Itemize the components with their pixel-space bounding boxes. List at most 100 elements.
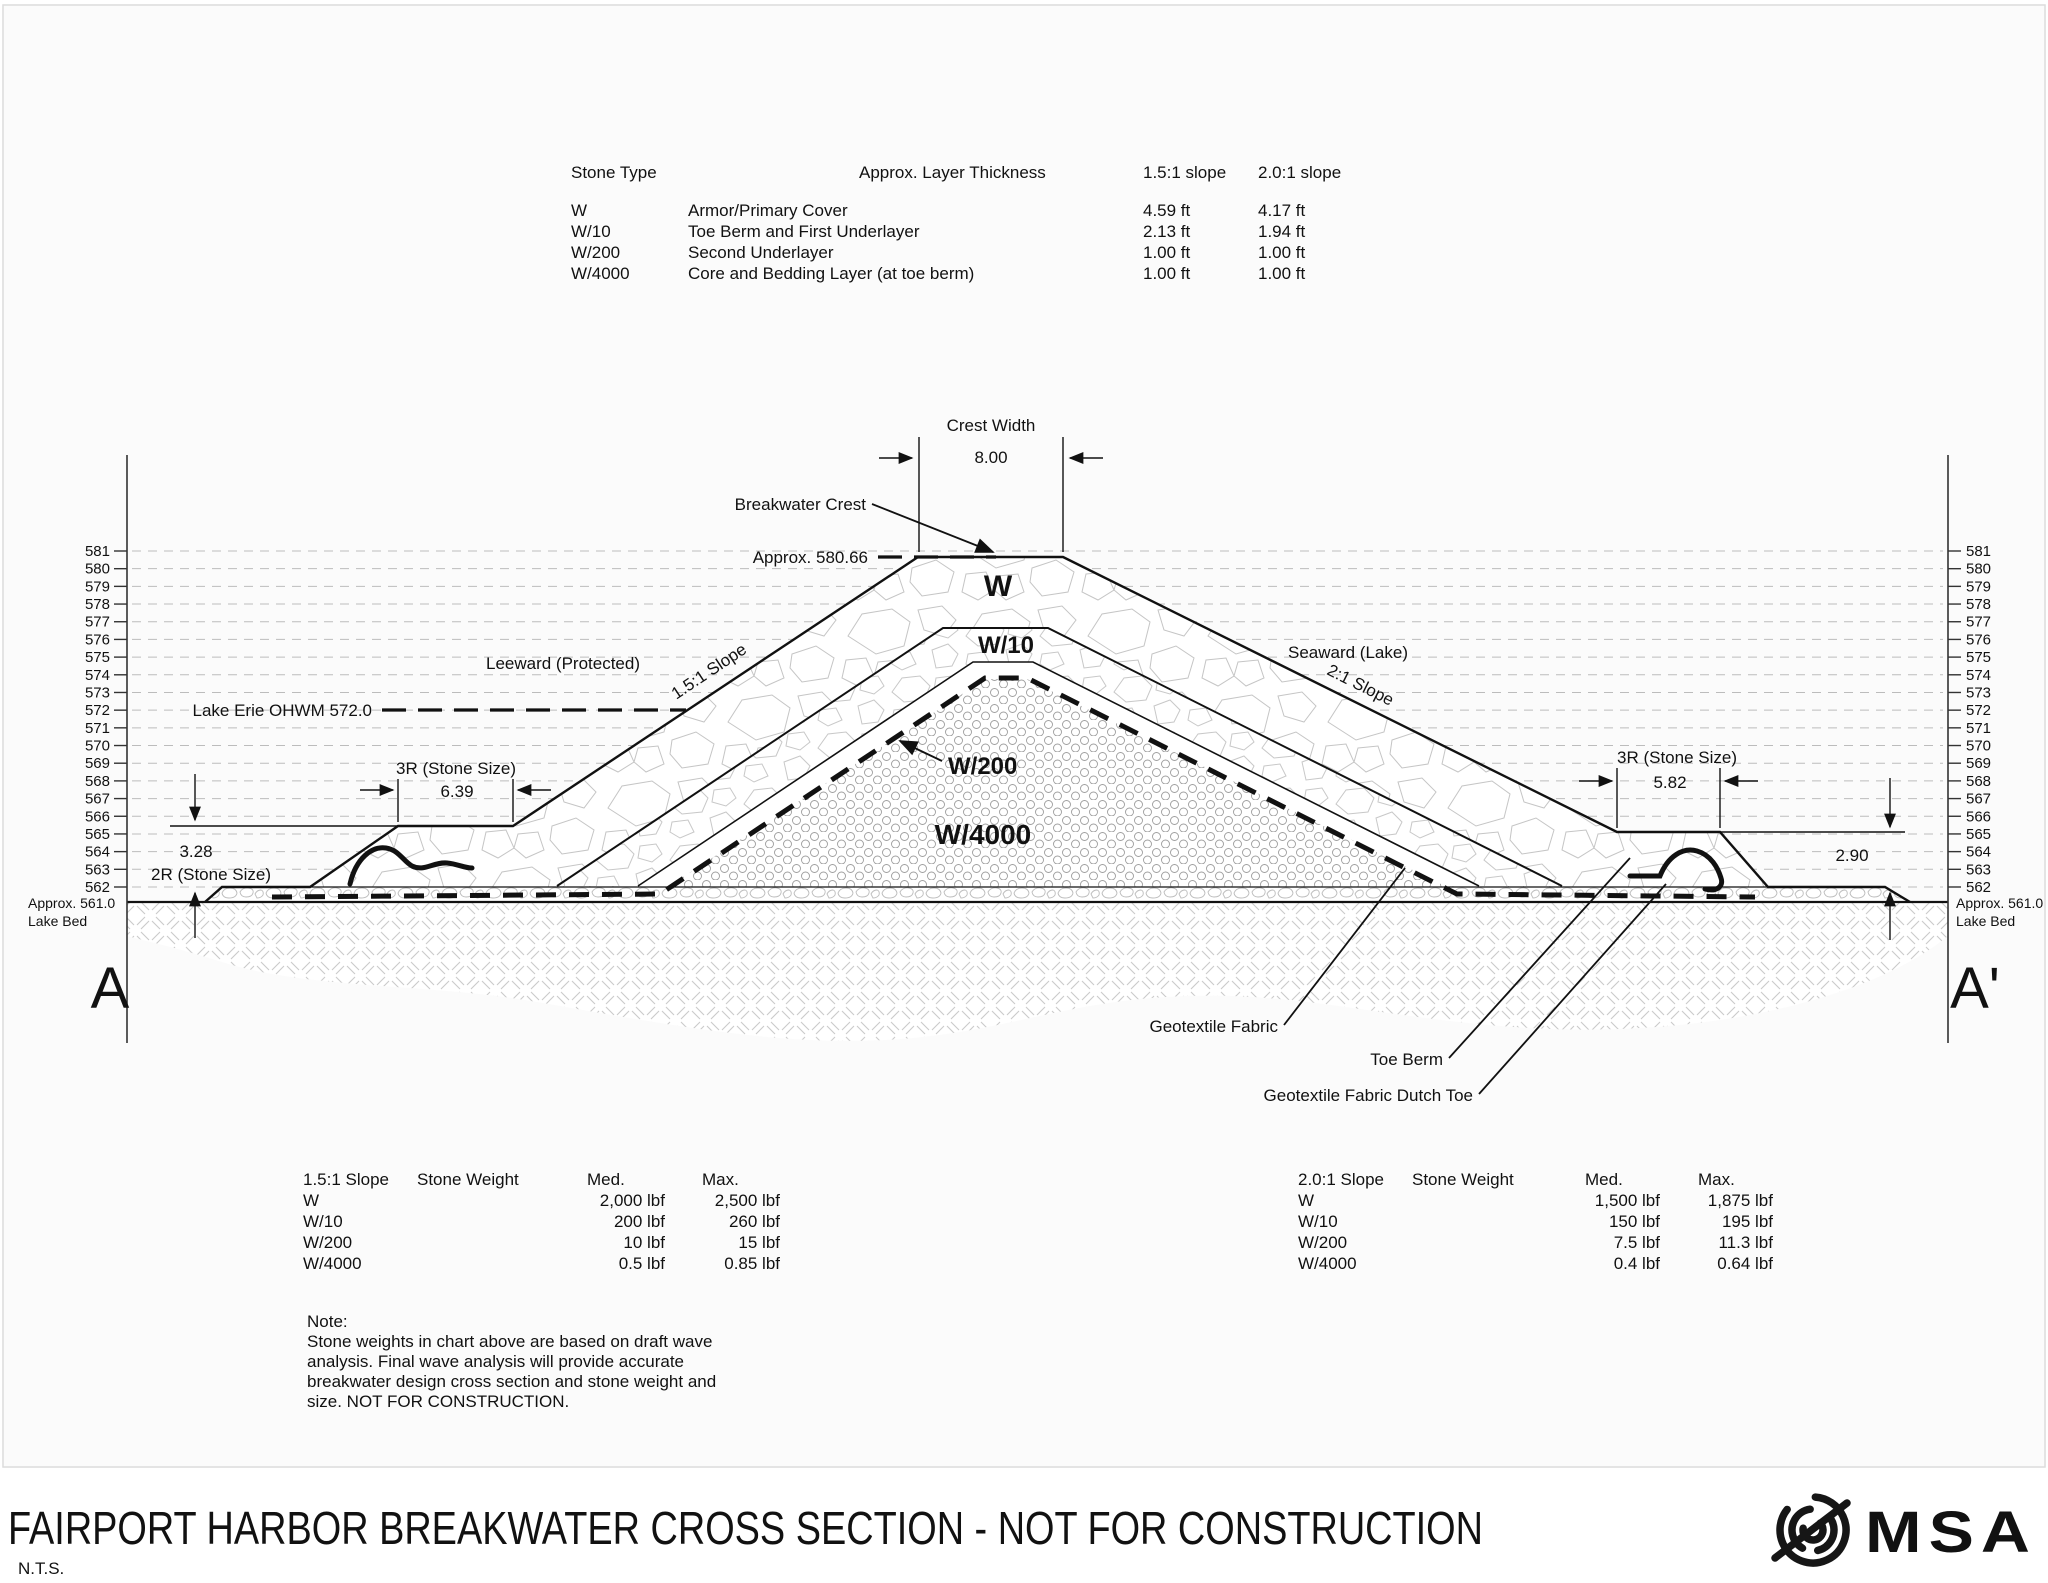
elevation-label-left: 580 (85, 561, 110, 578)
cell-t20: 4.17 ft (1258, 201, 1306, 220)
elevation-label-left: 567 (85, 791, 110, 808)
table-row: W/4000 Core and Bedding Layer (at toe be… (571, 264, 1306, 283)
elevation-label-left: 562 (85, 879, 110, 896)
msa-logo-text: MSA (1865, 1500, 2037, 1565)
layer-label-w10: W/10 (978, 632, 1034, 659)
left-berm-height-value: 3.28 (179, 842, 212, 861)
elevation-label-right: 572 (1966, 702, 1991, 719)
core-shape (668, 679, 1447, 887)
crest-width-value: 8.00 (974, 448, 1007, 467)
elevation-label-left: 574 (85, 667, 110, 684)
cell-desc: Toe Berm and First Underlayer (688, 222, 920, 241)
cell-desc: Core and Bedding Layer (at toe berm) (688, 264, 974, 283)
note-line: size. NOT FOR CONSTRUCTION. (307, 1392, 569, 1411)
lakebed-elev-left: Approx. 561.0 (28, 895, 115, 911)
cell-max: 2,500 lbf (715, 1191, 780, 1210)
elevation-label-right: 575 (1966, 649, 1991, 666)
left-berm-width-value: 6.39 (440, 782, 473, 801)
elevation-label-right: 563 (1966, 861, 1991, 878)
right-berm-dimension: 3R (Stone Size) 5.82 2.90 (1579, 748, 1905, 940)
elevation-label-left: 568 (85, 773, 110, 790)
cell-max: 15 lbf (738, 1233, 780, 1252)
layer-thickness-table: Stone Type Approx. Layer Thickness 1.5:1… (571, 163, 1341, 283)
elevation-label-left: 571 (85, 720, 110, 737)
dutch-toe-left (347, 845, 475, 887)
elevation-label-left: 577 (85, 614, 110, 631)
cell-type: W/4000 (303, 1254, 362, 1273)
cell-type: W/200 (571, 243, 620, 262)
stone-weight-table-20: 2.0:1 Slope Stone Weight Med. Max. W 1,5… (1298, 1170, 1773, 1273)
cell-med: 0.4 lbf (1614, 1254, 1661, 1273)
ohwm-label: Lake Erie OHWM 572.0 (192, 701, 372, 720)
cell-type: W (571, 201, 587, 220)
elevation-label-left: 563 (85, 861, 110, 878)
elevation-label-left: 575 (85, 649, 110, 666)
cell-max: 260 lbf (729, 1212, 780, 1231)
cell-t15: 4.59 ft (1143, 201, 1191, 220)
left-berm-stone-label: 3R (Stone Size) (396, 759, 516, 778)
dutch-toe-label: Geotextile Fabric Dutch Toe (1264, 1086, 1473, 1105)
right-berm-stone-label: 3R (Stone Size) (1617, 748, 1737, 767)
table-header-max: Max. (1698, 1170, 1735, 1189)
cell-type: W (303, 1191, 319, 1210)
table-header-stone-type: Stone Type (571, 163, 657, 182)
table-header-weight: Stone Weight (417, 1170, 519, 1189)
geotextile-fabric-line (271, 675, 1756, 900)
cell-med: 10 lbf (623, 1233, 665, 1252)
table-row: W Armor/Primary Cover 4.59 ft 4.17 ft (571, 201, 1306, 220)
seaward-label: Seaward (Lake) (1288, 643, 1408, 662)
elevation-label-right: 571 (1966, 720, 1991, 737)
cell-type: W/200 (303, 1233, 352, 1252)
elevation-label-right: 564 (1966, 844, 1991, 861)
cell-med: 0.5 lbf (619, 1254, 666, 1273)
leeward-label: Leeward (Protected) (486, 654, 640, 673)
layer-label-w4000: W/4000 (935, 819, 1032, 850)
table-header-slope-15: 1.5:1 slope (1143, 163, 1226, 182)
table-row: W/10 Toe Berm and First Underlayer 2.13 … (571, 222, 1306, 241)
elevation-label-left: 581 (85, 543, 110, 560)
elevation-label-left: 579 (85, 578, 110, 595)
elevation-label-left: 573 (85, 684, 110, 701)
note-title: Note: (307, 1312, 348, 1331)
scale-note: N.T.S. (18, 1559, 64, 1578)
lake-bed-hatch (127, 902, 1948, 1041)
right-berm-height-value: 2.90 (1835, 846, 1868, 865)
table-header-max: Max. (702, 1170, 739, 1189)
table-slope-label: 1.5:1 Slope (303, 1170, 389, 1189)
table-row: W/200 Second Underlayer 1.00 ft 1.00 ft (571, 243, 1306, 262)
elevation-label-left: 564 (85, 844, 110, 861)
elevation-label-left: 570 (85, 738, 110, 755)
dutch-toe-right (1627, 847, 1725, 893)
elevation-label-right: 569 (1966, 755, 1991, 772)
elevation-label-right: 579 (1966, 578, 1991, 595)
toe-berm-leader (1448, 857, 1631, 1059)
note-line: Stone weights in chart above are based o… (307, 1332, 712, 1351)
cell-t15: 2.13 ft (1143, 222, 1191, 241)
cell-max: 0.85 lbf (724, 1254, 780, 1273)
cell-t15: 1.00 ft (1143, 243, 1191, 262)
elevation-label-right: 566 (1966, 808, 1991, 825)
section-marker-a-prime: A' (1950, 956, 2000, 1021)
cell-type: W/200 (1298, 1233, 1347, 1252)
table-header-med: Med. (1585, 1170, 1623, 1189)
note-line: breakwater design cross section and ston… (307, 1372, 716, 1391)
table-header-weight: Stone Weight (1412, 1170, 1514, 1189)
cell-desc: Armor/Primary Cover (688, 201, 848, 220)
cell-type: W/4000 (1298, 1254, 1357, 1273)
elevation-label-left: 572 (85, 702, 110, 719)
table-header-thickness: Approx. Layer Thickness (859, 163, 1046, 182)
table-header-slope-20: 2.0:1 slope (1258, 163, 1341, 182)
cell-type: W/4000 (571, 264, 630, 283)
elevation-label-right: 567 (1966, 791, 1991, 808)
msa-logo-icon (1771, 1493, 1851, 1567)
crest-elevation-label: Approx. 580.66 (753, 548, 868, 567)
cell-t15: 1.00 ft (1143, 264, 1191, 283)
elevation-label-left: 576 (85, 631, 110, 648)
cell-type: W/10 (1298, 1212, 1338, 1231)
elevation-label-right: 570 (1966, 738, 1991, 755)
crest-width-label: Crest Width (947, 416, 1036, 435)
bedding-layer-shape (205, 887, 1910, 902)
elevation-label-right: 576 (1966, 631, 1991, 648)
cell-type: W/10 (303, 1212, 343, 1231)
